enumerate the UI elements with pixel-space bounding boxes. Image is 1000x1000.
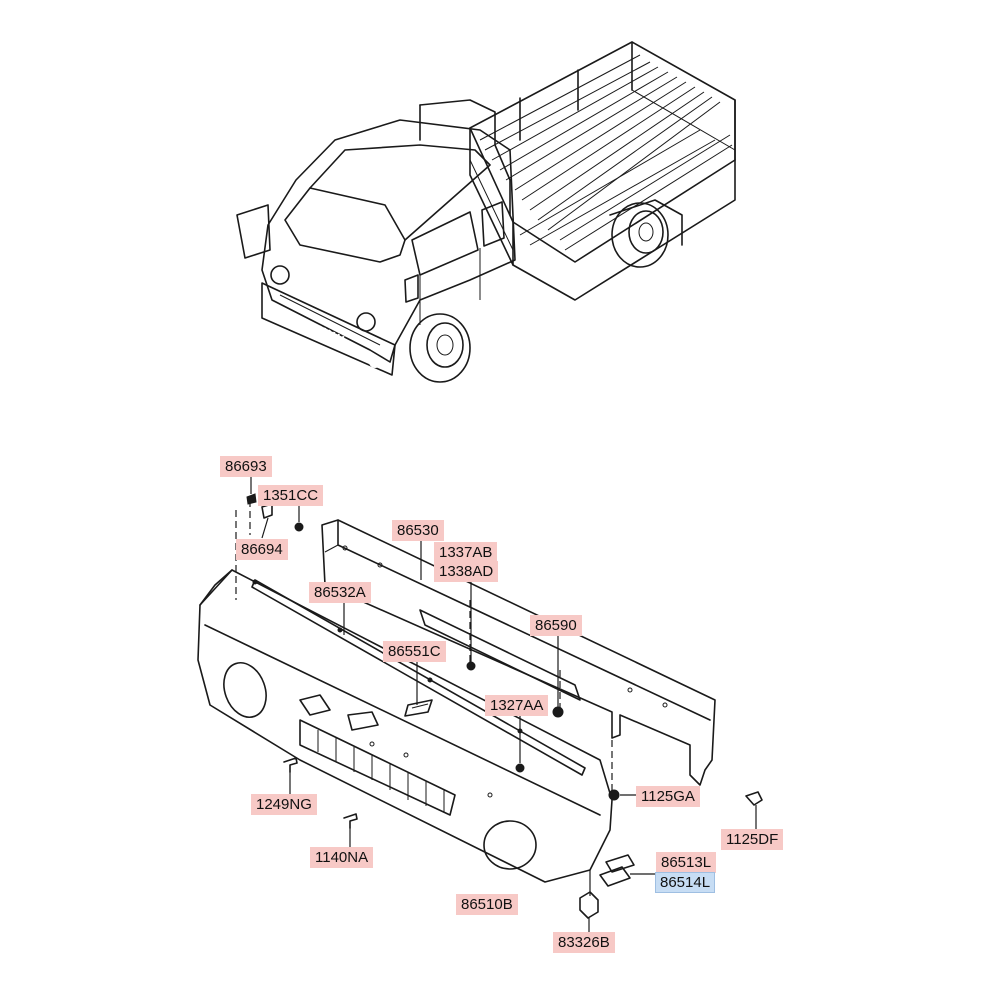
callout-1249NG[interactable]: 1249NG <box>251 794 317 815</box>
callout-86590[interactable]: 86590 <box>530 615 582 636</box>
callout-86514L[interactable]: 86514L <box>655 872 716 893</box>
callout-83326B[interactable]: 83326B <box>553 932 615 953</box>
callout-86513L[interactable]: 86513L <box>656 852 717 873</box>
callout-86551C[interactable]: 86551C <box>383 641 446 662</box>
callout-1140NA[interactable]: 1140NA <box>310 847 374 868</box>
callout-1125GA[interactable]: 1125GA <box>636 786 700 807</box>
callout-1338AD[interactable]: 1338AD <box>434 561 499 582</box>
callout-1337AB[interactable]: 1337AB <box>434 542 498 563</box>
callout-86694[interactable]: 86694 <box>236 539 288 560</box>
front-bumper-overview <box>261 265 396 376</box>
callout-86530[interactable]: 86530 <box>392 520 444 541</box>
truck-overview-illustration <box>236 41 736 383</box>
callout-1327AA[interactable]: 1327AA <box>485 695 549 716</box>
callout-86510B[interactable]: 86510B <box>456 894 518 915</box>
callout-86693[interactable]: 86693 <box>220 456 272 477</box>
rear-wheel <box>609 199 683 268</box>
cab <box>236 99 516 363</box>
callout-1351CC[interactable]: 1351CC <box>258 485 324 506</box>
dashed-guides <box>235 500 613 795</box>
front-wheel <box>409 313 471 383</box>
callout-86532A[interactable]: 86532A <box>309 582 371 603</box>
callout-1125DF[interactable]: 1125DF <box>721 829 784 850</box>
cargo-bed <box>469 41 736 301</box>
bumper-reinforcement-beam <box>321 519 716 786</box>
bumper-fascia <box>197 569 613 883</box>
bumper-exploded-view <box>197 473 763 933</box>
